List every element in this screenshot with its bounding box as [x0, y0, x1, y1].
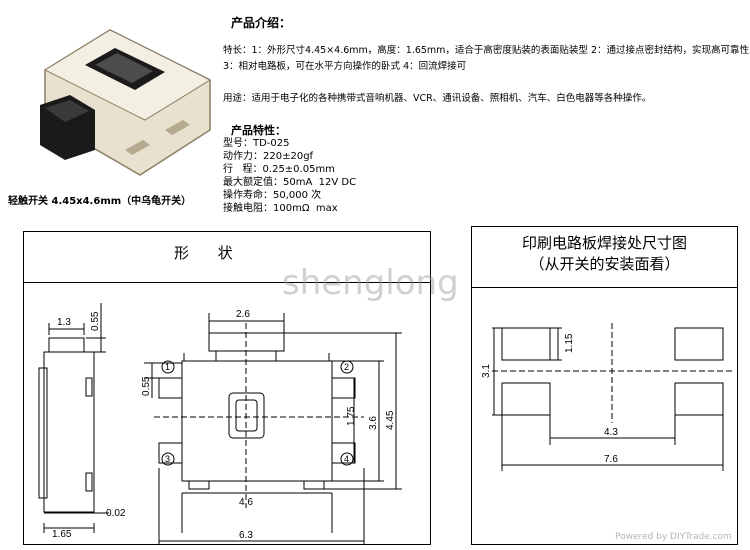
pin-4: 4 — [344, 454, 349, 464]
pin-1: 1 — [165, 362, 170, 372]
dim-1-75: 1.75 — [346, 406, 357, 426]
spec-resistance: 接触电阻：100mΩ max — [223, 203, 338, 214]
dim-2-6: 2.6 — [236, 309, 250, 320]
product-photo — [15, 10, 220, 185]
shape-drawing: 1 2 3 4 0.55 1.3 2.6 0.55 1.75 3.6 4.45 … — [38, 303, 402, 545]
pin-3: 3 — [165, 454, 170, 464]
pcb-title-line-1: 印刷电路板焊接处尺寸图 — [521, 234, 687, 252]
spec-travel: 行 程：0.25±0.05mm — [223, 164, 335, 175]
spec-life: 操作寿命：50,000 次 — [223, 190, 322, 201]
spec-force: 动作力：220±20gf — [223, 151, 314, 162]
dim-1-65: 1.65 — [52, 529, 72, 540]
dim-3-6: 3.6 — [368, 416, 379, 430]
dim-0-55-left: 0.55 — [141, 376, 152, 396]
dim-4-6: 4.6 — [239, 497, 253, 508]
dim-1-3: 1.3 — [57, 317, 71, 328]
dim-3-1: 3.1 — [481, 364, 492, 378]
dim-7-6: 7.6 — [604, 454, 618, 465]
dim-0-02: 0.02 — [106, 508, 126, 519]
pin-2: 2 — [344, 362, 349, 372]
pcb-drawing: 3.1 1.15 4.3 7.6 — [481, 323, 732, 471]
shape-panel-title: 形 状 — [174, 244, 233, 262]
product-section-title: 产品介绍： — [231, 16, 292, 30]
photo-caption: 轻触开关 4.45x4.6mm（中乌龟开关） — [8, 196, 192, 207]
pcb-panel: 印刷电路板焊接处尺寸图 （从开关的安装面看） 3.1 1.15 — [471, 226, 738, 545]
usage-text: 用途：适用于电子化的各种携带式音响机器、VCR、通讯设备、照相机、汽车、白色电器… — [223, 93, 652, 104]
spec-rating: 最大额定值：50mA 12V DC — [223, 177, 357, 188]
spec-model: 型号：TD-025 — [223, 138, 290, 149]
features-line-1: 特长：1：外形尺寸4.45×4.6mm，高度：1.65mm，适合于高密度贴装的表… — [223, 45, 749, 56]
pcb-title-line-2: （从开关的安装面看） — [529, 255, 680, 273]
shape-panel: 形 状 — [23, 231, 431, 545]
characteristics-title: 产品特性： — [231, 124, 286, 137]
watermark-footer: Powered by DIYTrade.com — [615, 532, 732, 542]
dim-0-55-top: 0.55 — [90, 311, 101, 331]
dim-1-15: 1.15 — [564, 333, 575, 353]
dim-4-45: 4.45 — [385, 410, 396, 430]
dim-4-3: 4.3 — [604, 427, 618, 438]
pcb-panel-header: 印刷电路板焊接处尺寸图 （从开关的安装面看） — [472, 232, 737, 288]
dim-6-3: 6.3 — [239, 530, 253, 541]
shape-panel-header: 形 状 — [24, 232, 430, 283]
features-line-2: 3：相对电路板，可在水平方向操作的卧式 4：回流焊接可 — [223, 61, 467, 72]
watermark-center: shenglong — [282, 263, 459, 303]
